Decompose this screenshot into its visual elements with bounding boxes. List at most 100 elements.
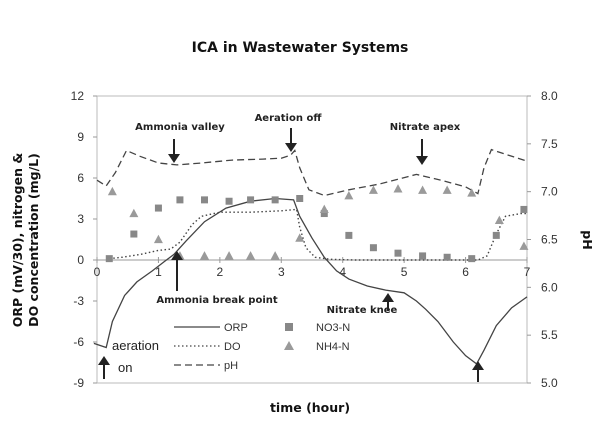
annotation-aeration-on-line-1: aeration [112, 338, 159, 353]
left-tick-label: 3 [77, 212, 84, 226]
annotation-aeration-on-arrow-icon [98, 356, 110, 379]
data-point-nh4-n [393, 184, 403, 193]
legend-label-nh4-n: NH4-N [316, 341, 350, 353]
data-point-no3-n [247, 196, 255, 204]
series-line-ph [96, 148, 528, 197]
data-point-no3-n [201, 196, 208, 204]
orp-minimum-arrow-icon-head [472, 361, 484, 370]
right-tick-label: 7.0 [541, 185, 558, 199]
data-point-nh4-n [319, 204, 329, 214]
data-point-no3-n [443, 253, 451, 261]
left-axis-label-line-2: DO concentration (mg/L) [26, 153, 41, 327]
right-tick-label: 6.5 [541, 233, 558, 247]
legend-label-no3-n: NO3-N [316, 322, 350, 334]
x-tick-label: 7 [524, 265, 531, 279]
series-line-do [109, 208, 527, 261]
right-tick-label: 5.5 [541, 328, 558, 342]
annotation-ammonia-break-point-arrow-icon [171, 251, 183, 291]
annotation-nitrate-apex-arrow-icon [416, 139, 428, 165]
annotation-nitrate-apex-arrow-icon-head [416, 156, 428, 165]
data-point-nh4-n [519, 241, 529, 250]
legend-label-ph: pH [224, 360, 238, 372]
data-point-nh4-n [442, 185, 452, 194]
x-tick-label: 0 [94, 265, 101, 279]
data-point-no3-n [394, 249, 402, 257]
right-axis-ticks: 8.07.57.06.56.05.55.0 [527, 89, 558, 390]
annotation-nitrate-knee: Nitrate knee [327, 305, 398, 316]
data-point-no3-n [130, 230, 138, 238]
annotation-aeration-on-line-2: on [118, 360, 132, 375]
x-axis-label: time (hour) [270, 400, 350, 415]
x-axis-ticks: 0 1 2 3 4 5 6 7 [94, 257, 531, 279]
data-point-nh4-n [270, 251, 280, 260]
data-point-nh4-n [344, 190, 354, 200]
orp-minimum-arrow-icon [472, 361, 484, 382]
left-tick-label: -3 [73, 294, 84, 308]
plot-frame [96, 95, 528, 384]
annotation-ammonia-valley: Ammonia valley [135, 122, 225, 133]
annotation-nitrate-apex: Nitrate apex [390, 122, 461, 133]
data-point-nh4-n [107, 186, 117, 196]
left-tick-label: -6 [73, 335, 84, 349]
plot-border [96, 95, 528, 384]
annotation-nitrate-knee-arrow-icon [382, 293, 394, 311]
left-axis-label: ORP (mV/30), nitrogen & DO concentration… [10, 153, 41, 328]
data-point-nh4-n [467, 188, 477, 197]
left-axis-ticks: 12 9 6 3 0 -3 -6 -9 [71, 89, 97, 390]
right-axis-label: pH [580, 230, 595, 249]
right-tick-label: 7.5 [541, 137, 558, 151]
x-tick-label: 4 [339, 265, 346, 279]
data-point-no3-n [369, 244, 377, 252]
x-tick-label: 2 [217, 265, 224, 279]
marker-layer [105, 184, 529, 263]
data-point-nh4-n [224, 251, 234, 260]
right-tick-label: 6.0 [541, 280, 558, 294]
data-point-no3-n [419, 252, 427, 260]
legend: ORP DO pH NO3-N NH4-N [174, 322, 350, 372]
data-point-nh4-n [368, 185, 378, 194]
left-tick-label: 12 [71, 89, 85, 103]
data-point-nh4-n [295, 233, 305, 242]
right-tick-label: 8.0 [541, 89, 558, 103]
data-point-nh4-n [129, 208, 139, 218]
data-point-no3-n [176, 196, 184, 204]
x-tick-label: 5 [401, 265, 408, 279]
annotation-aeration-off-arrow-icon [285, 128, 297, 152]
data-point-no3-n [492, 231, 500, 239]
x-tick-label: 1 [155, 265, 162, 279]
legend-swatch-nh4-n [284, 341, 294, 350]
legend-swatch-no3-n [285, 323, 293, 331]
chart-title: ICA in Wastewater Systems [192, 40, 409, 56]
data-point-nh4-n [418, 185, 428, 194]
annotation-ammonia-break-point-arrow-icon-head [171, 251, 183, 260]
data-point-no3-n [225, 197, 233, 205]
annotation-aeration-off-arrow-icon-head [285, 143, 297, 152]
x-tick-label: 3 [278, 265, 285, 279]
data-point-no3-n [296, 195, 304, 202]
x-tick-label: 6 [462, 265, 469, 279]
right-axis-label-text: pH [580, 230, 595, 249]
data-point-no3-n [468, 255, 476, 263]
annotation-nitrate-knee-arrow-icon-head [382, 293, 394, 302]
data-point-nh4-n [153, 234, 163, 244]
data-point-nh4-n [246, 251, 256, 260]
annotation-ammonia-valley-arrow-icon [168, 139, 180, 163]
annotation-aeration-on-arrow-icon-head [98, 356, 110, 365]
annotation-aeration-off: Aeration off [255, 113, 323, 124]
series-layer [93, 148, 528, 365]
series-line-orp [93, 197, 528, 365]
data-point-no3-n [320, 210, 328, 218]
left-tick-label: -9 [73, 376, 84, 390]
left-tick-label: 6 [77, 171, 84, 185]
data-point-no3-n [271, 196, 279, 204]
left-tick-label: 9 [77, 130, 84, 144]
left-axis-label-line-1: ORP (mV/30), nitrogen & [10, 153, 25, 328]
legend-label-orp: ORP [224, 322, 248, 334]
annotation-ammonia-break-point: Ammonia break point [156, 295, 278, 306]
data-point-no3-n [345, 231, 353, 239]
legend-label-do: DO [224, 341, 241, 353]
left-tick-label: 0 [77, 253, 84, 267]
data-point-nh4-n [494, 215, 504, 224]
